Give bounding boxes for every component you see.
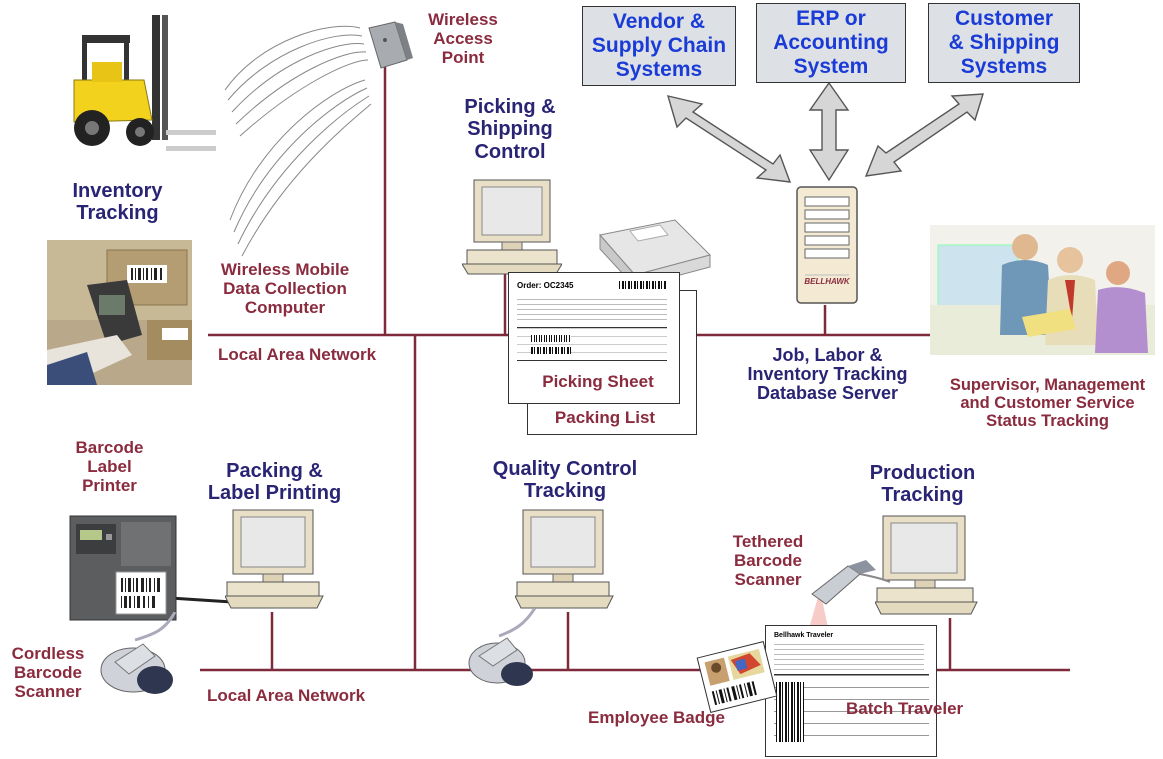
lan-bottom-label: Local Area Network: [207, 686, 366, 705]
batch-traveler-label: Batch Traveler: [846, 699, 964, 718]
ap-line-2: Access: [433, 29, 493, 49]
printer-line-1: Barcode: [75, 438, 144, 457]
db-line-1: Job, Labor &: [772, 345, 883, 365]
order-table: [517, 327, 667, 361]
packing-line-1: Packing &: [226, 460, 323, 482]
order-number: Order: OC2345: [517, 281, 574, 290]
forklift-icon: [73, 15, 216, 151]
cordless-scanner-icon: [100, 612, 177, 694]
packing-line-2: Label Printing: [207, 482, 342, 505]
people-icon: [930, 225, 1155, 355]
picking-line-2: Shipping: [467, 118, 553, 141]
cordless-line-1: Cordless: [11, 644, 85, 663]
db-line-3: Database Server: [756, 382, 899, 403]
barcode-icon: [531, 335, 571, 342]
vendor-arrow-icon: [666, 95, 792, 183]
batch-traveler-doc: Bellhawk Traveler: [765, 625, 937, 757]
customer-line-1: Customer: [954, 7, 1053, 31]
system-arrows: [666, 81, 984, 183]
picking-sheet-doc: Order: OC2345: [508, 272, 680, 404]
cordless-line-2: Barcode: [13, 663, 83, 683]
cordless-line-3: Scanner: [14, 682, 82, 702]
employee-badge-label: Employee Badge: [588, 708, 725, 727]
inventory-line-2: Tracking: [76, 202, 159, 225]
picking-sheet-label: Picking Sheet: [542, 372, 654, 391]
lan-top-label: Local Area Network: [218, 345, 377, 364]
barcode-icon: [531, 347, 571, 354]
barcode-icon: [619, 281, 667, 289]
vendor-line-1: Vendor &: [612, 10, 706, 34]
order-header-lines: [517, 299, 667, 321]
packing-label-printing-label: Packing &Label Printing: [192, 460, 357, 505]
erp-arrow-icon: [808, 81, 850, 182]
printer-line-3: Printer: [82, 476, 137, 496]
mobile-line-1: Wireless Mobile: [220, 260, 350, 279]
ap-line-1: Wireless: [428, 10, 498, 29]
mobile-line-2: Data Collection: [223, 279, 347, 299]
barcode-icon: [776, 682, 804, 742]
supervisor-line-2: and Customer Service: [960, 394, 1135, 413]
tethered-line-1: Tethered: [732, 532, 804, 551]
erp-line-2: Accounting: [773, 31, 889, 55]
qc-line-2: Tracking: [523, 480, 607, 503]
tethered-line-2: Barcode: [733, 551, 803, 571]
tethered-line-3: Scanner: [734, 570, 802, 590]
erp-line-3: System: [793, 54, 869, 78]
ap-line-3: Point: [441, 48, 485, 68]
printer-line-2: Label: [87, 457, 132, 477]
access-point-icon: [368, 21, 413, 69]
production-line-2: Tracking: [881, 484, 964, 507]
label-printer-icon: [69, 515, 177, 621]
supervisor-line-1: Supervisor, Management: [949, 376, 1146, 394]
traveler-title: Bellhawk Traveler: [774, 632, 834, 639]
handheld-scanner-icon: [47, 240, 192, 385]
erp-line-1: ERP or: [796, 7, 866, 31]
computer-icon: [225, 509, 324, 609]
qc-line-1: Quality Control: [492, 458, 638, 480]
customer-arrow-icon: [864, 93, 984, 177]
db-line-2: Inventory Tracking: [747, 363, 908, 384]
vendor-line-2: Supply Chain: [591, 34, 727, 58]
computer-icon: [515, 509, 614, 609]
server-icon: [796, 186, 858, 304]
customer-line-2: & Shipping: [948, 31, 1060, 55]
computer-icon: [462, 179, 562, 275]
server-brand: BELLHAWK: [804, 277, 850, 286]
production-line-1: Production: [869, 462, 976, 484]
wireless-waves-icon: [224, 25, 372, 257]
badge-icon: [696, 641, 778, 713]
cordless-scanner-icon: [468, 608, 537, 686]
mobile-line-3: Computer: [244, 298, 326, 318]
vendor-line-3: Systems: [615, 57, 703, 81]
customer-line-3: Systems: [960, 54, 1048, 78]
computer-icon: [875, 515, 978, 615]
supervisor-line-3: Status Tracking: [986, 412, 1109, 431]
inventory-line-1: Inventory: [72, 180, 163, 202]
picking-line-3: Control: [474, 140, 546, 163]
picking-line-1: Picking &: [464, 96, 556, 118]
traveler-header-lines: [774, 644, 924, 670]
packing-list-label: Packing List: [554, 408, 656, 427]
